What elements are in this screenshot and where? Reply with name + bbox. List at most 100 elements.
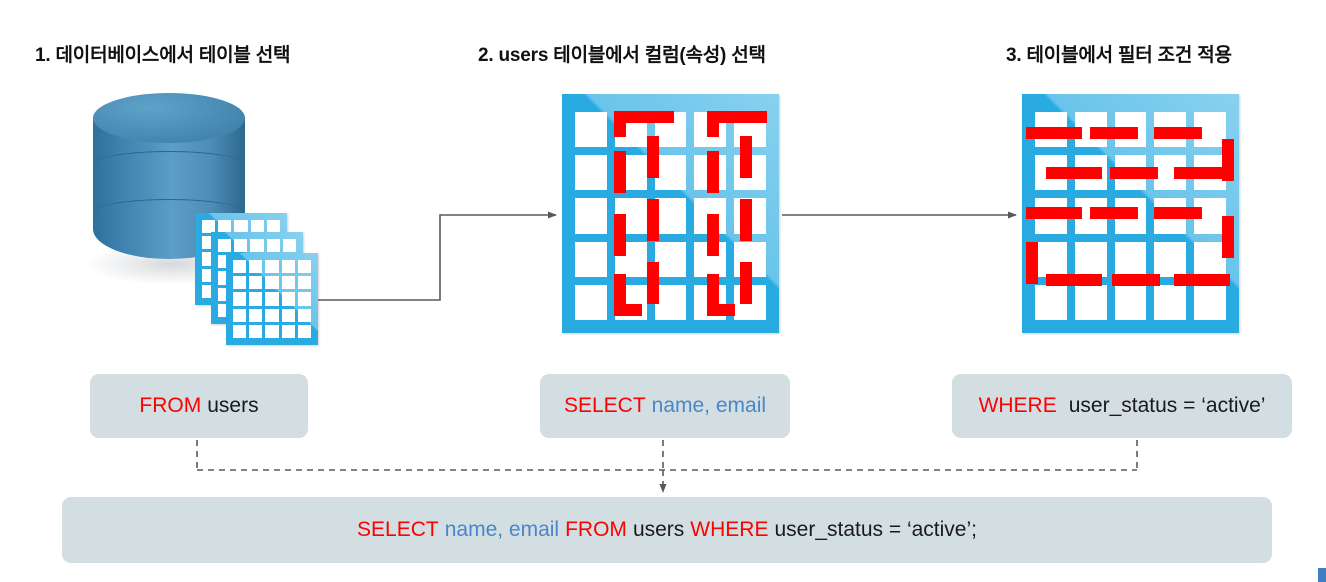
page-corner-artifact (1318, 568, 1326, 582)
chip3-condition: user_status = ‘active’ (1068, 394, 1266, 417)
row-mark-2-c (1174, 167, 1222, 179)
table-cell (234, 239, 248, 253)
table-cell (297, 324, 311, 338)
table-cell (297, 308, 311, 322)
column-mark-2-seg-3b (740, 262, 752, 304)
chip2-columns: name, email (651, 394, 767, 417)
chip3-keyword: WHERE (978, 394, 1057, 417)
final-table: users (632, 518, 685, 541)
row-mark-3-a (1026, 207, 1082, 219)
column-mark-1-seg-3b (647, 262, 659, 304)
table-cell (265, 324, 279, 338)
table-cell (654, 284, 687, 320)
table-cell (1154, 284, 1187, 320)
row-mark-left-stub (1026, 242, 1038, 284)
final-query-bar[interactable]: SELECT name, email FROM users WHERE user… (62, 497, 1272, 563)
step-2-title: 2. users 테이블에서 컬럼(속성) 선택 (478, 45, 766, 66)
table-cell (654, 198, 687, 234)
cylinder-seam-1 (93, 151, 245, 178)
table-cell (1035, 241, 1067, 277)
column-mark-1-seg-1b (647, 136, 659, 178)
final-columns: name, email (444, 518, 560, 541)
row-mark-3-b (1090, 207, 1138, 219)
table-cell (654, 155, 687, 191)
chip1-keyword: FROM (139, 394, 202, 417)
column-mark-1-top-cap (614, 111, 674, 123)
row-mark-1-b (1090, 127, 1138, 139)
table-cell (265, 260, 279, 274)
row-mark-bottom-b (1112, 274, 1160, 286)
table-cell (233, 276, 247, 290)
table-cell (249, 324, 263, 338)
table-cell (297, 292, 311, 306)
table-cell (233, 292, 247, 306)
table-cell (202, 220, 216, 234)
row-mark-2-b (1110, 167, 1158, 179)
table-cell (575, 155, 607, 191)
column-mark-2-top-stub (707, 111, 719, 137)
cylinder-top (93, 93, 245, 143)
table-cell (233, 324, 247, 338)
column-mark-1-seg-1 (614, 151, 626, 193)
table-cell (282, 239, 296, 253)
row-mark-3-c (1154, 207, 1202, 219)
table-cell (265, 276, 279, 290)
table-cell (265, 292, 279, 306)
column-mark-2-top-cap (707, 111, 767, 123)
table-cell (249, 308, 263, 322)
table-cell (250, 220, 264, 234)
table-cell (249, 260, 263, 274)
column-mark-1-seg-2b (647, 199, 659, 241)
table-cell (575, 112, 607, 148)
table-cell (654, 241, 687, 277)
row-mark-right-stub-1 (1222, 139, 1234, 181)
table-cell (1114, 284, 1147, 320)
table-cell (297, 276, 311, 290)
table-cell (575, 284, 607, 320)
row-mark-bottom-a (1046, 274, 1102, 286)
table-cell (265, 308, 279, 322)
table-cell (281, 276, 295, 290)
table-cell (1035, 284, 1067, 320)
database-cylinder-icon (83, 93, 261, 285)
table3-grid (1035, 112, 1226, 320)
row-mark-1-c (1154, 127, 1202, 139)
row-mark-right-stub-2 (1222, 216, 1234, 258)
table-cell (234, 220, 248, 234)
final-kw-where: WHERE (690, 518, 769, 541)
mini-grid-front (233, 260, 311, 338)
table-cell (575, 198, 607, 234)
sql-chip-select[interactable]: SELECT name, email (540, 374, 790, 438)
arrow-table-stack-to-columns (318, 211, 557, 301)
column-mark-2-seg-2b (740, 199, 752, 241)
table-cell (266, 239, 280, 253)
row-mark-bottom-c (1174, 274, 1230, 286)
final-kw-from: FROM (565, 518, 627, 541)
table-cell (1074, 241, 1107, 277)
table-cell (281, 260, 295, 274)
column-mark-2-bot-cap (707, 304, 735, 316)
table-cell (249, 292, 263, 306)
column-mark-1-seg-2 (614, 214, 626, 256)
table-cell (266, 220, 280, 234)
row-mark-1-a (1026, 127, 1082, 139)
table-cell (249, 276, 263, 290)
final-kw-select: SELECT (357, 518, 439, 541)
column-mark-2-seg-1b (740, 136, 752, 178)
step-1-title: 1. 데이터베이스에서 테이블 선택 (35, 45, 291, 66)
sql-chip-from[interactable]: FROM users (90, 374, 308, 438)
table-cell (233, 308, 247, 322)
table-cell (218, 220, 232, 234)
table-cell (1154, 241, 1187, 277)
table-cell (233, 260, 247, 274)
table-cell (1194, 284, 1226, 320)
column-mark-2-seg-1 (707, 151, 719, 193)
sql-chip-where[interactable]: WHERE user_status = ‘active’ (952, 374, 1292, 438)
column-mark-2-seg-2 (707, 214, 719, 256)
table-cell (218, 239, 232, 253)
column-mark-1-bot-cap (614, 304, 642, 316)
column-mark-1-top-stub (614, 111, 626, 137)
table-cell (250, 239, 264, 253)
